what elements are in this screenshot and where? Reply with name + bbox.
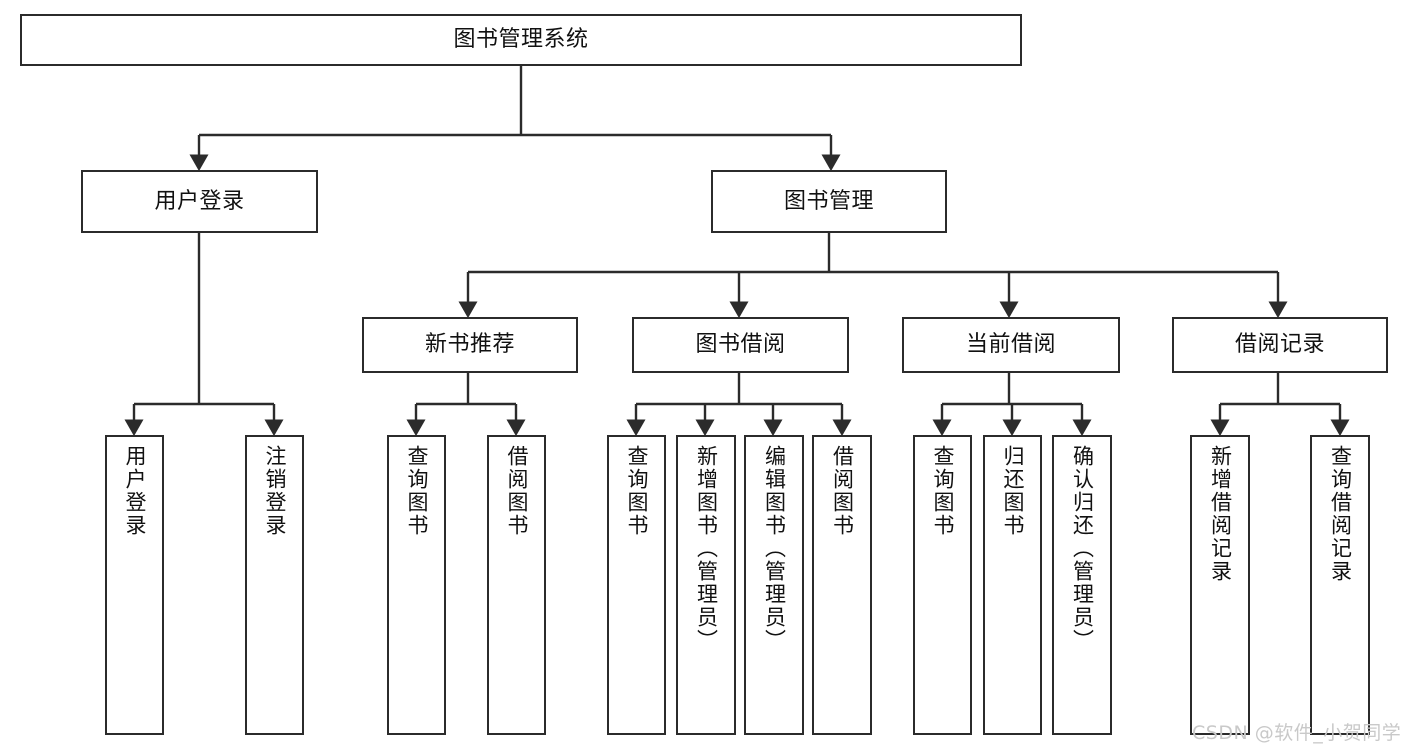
node-leaf-query-book-3[interactable]: 查询图书 xyxy=(913,435,972,735)
node-leaf-borrow-book-2-label: 借阅图书 xyxy=(830,445,855,537)
node-book-manage[interactable]: 图书管理 xyxy=(711,170,947,233)
edge-currentborrow-to-leaves xyxy=(932,373,1092,437)
node-leaf-user-login[interactable]: 用户登录 xyxy=(105,435,164,735)
node-leaf-query-record-label: 查询借阅记录 xyxy=(1328,445,1353,583)
edge-bookmanage-to-level3 xyxy=(458,233,1288,319)
edge-userlogin-to-leaves xyxy=(124,233,284,437)
node-leaf-query-book-2-label: 查询图书 xyxy=(625,445,650,537)
node-user-login-label: 用户登录 xyxy=(154,188,245,214)
node-leaf-user-logout[interactable]: 注销登录 xyxy=(245,435,304,735)
node-leaf-add-book-label: 新增图书（管理员） xyxy=(694,445,719,652)
node-borrow-record[interactable]: 借阅记录 xyxy=(1172,317,1388,373)
node-leaf-return-book-label: 归还图书 xyxy=(1001,445,1026,537)
node-book-manage-label: 图书管理 xyxy=(783,188,874,214)
node-leaf-confirm-return[interactable]: 确认归还（管理员） xyxy=(1052,435,1112,735)
node-leaf-borrow-book-1-label: 借阅图书 xyxy=(505,445,530,537)
node-current-borrow-label: 当前借阅 xyxy=(965,332,1056,358)
node-leaf-query-book-3-label: 查询图书 xyxy=(931,445,956,537)
node-book-borrow[interactable]: 图书借阅 xyxy=(632,317,849,373)
node-new-book-recommend-label: 新书推荐 xyxy=(424,332,515,358)
node-book-borrow-label: 图书借阅 xyxy=(695,332,786,358)
node-root-label: 图书管理系统 xyxy=(453,27,589,53)
node-current-borrow[interactable]: 当前借阅 xyxy=(902,317,1120,373)
edge-bookborrow-to-leaves xyxy=(626,373,852,437)
node-new-book-recommend[interactable]: 新书推荐 xyxy=(362,317,578,373)
node-leaf-query-book-1[interactable]: 查询图书 xyxy=(387,435,446,735)
node-leaf-add-book[interactable]: 新增图书（管理员） xyxy=(676,435,736,735)
node-leaf-query-book-2[interactable]: 查询图书 xyxy=(607,435,666,735)
node-root[interactable]: 图书管理系统 xyxy=(20,14,1022,66)
edge-borrowrecord-to-leaves xyxy=(1210,373,1350,437)
node-leaf-add-record-label: 新增借阅记录 xyxy=(1208,445,1233,583)
node-leaf-user-logout-label: 注销登录 xyxy=(263,445,288,537)
node-leaf-borrow-book-1[interactable]: 借阅图书 xyxy=(487,435,546,735)
node-leaf-return-book[interactable]: 归还图书 xyxy=(983,435,1042,735)
node-leaf-add-record[interactable]: 新增借阅记录 xyxy=(1190,435,1250,735)
node-leaf-borrow-book-2[interactable]: 借阅图书 xyxy=(812,435,872,735)
node-borrow-record-label: 借阅记录 xyxy=(1234,332,1325,358)
node-leaf-confirm-return-label: 确认归还（管理员） xyxy=(1070,445,1095,652)
node-leaf-query-record[interactable]: 查询借阅记录 xyxy=(1310,435,1370,735)
csdn-watermark: CSDN @软件_小贺同学 xyxy=(1192,722,1402,744)
node-user-login[interactable]: 用户登录 xyxy=(81,170,318,233)
node-leaf-edit-book-label: 编辑图书（管理员） xyxy=(762,445,787,652)
edge-newbook-to-leaves xyxy=(406,373,526,437)
node-leaf-query-book-1-label: 查询图书 xyxy=(405,445,430,537)
node-leaf-edit-book[interactable]: 编辑图书（管理员） xyxy=(744,435,804,735)
node-leaf-user-login-label: 用户登录 xyxy=(123,445,148,537)
edge-root-to-level2 xyxy=(189,66,841,172)
